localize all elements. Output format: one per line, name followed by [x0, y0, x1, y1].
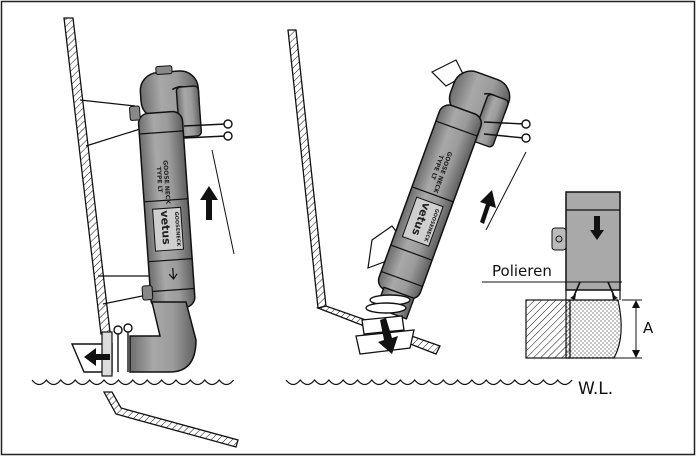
- polish-label: Polieren: [492, 262, 552, 280]
- waterline: W.L.: [31, 379, 613, 399]
- hose-clamps-bottom: [113, 323, 133, 372]
- hose-clamps-top: [183, 119, 233, 141]
- hull-wall-left: [63, 17, 111, 335]
- outlet-elbow: [129, 301, 197, 373]
- model-marking-2: TYPE LT: [155, 167, 164, 194]
- bracket-line: [79, 99, 136, 107]
- flow-arrow-up: [200, 186, 218, 220]
- detail-hull-curve: [565, 299, 622, 359]
- left-installation: GOOSE NECK TYPE LT vetus GOOSENECK: [63, 17, 239, 448]
- flow-arrow-outlet: [84, 348, 110, 366]
- waterline-label: W.L.: [578, 379, 613, 399]
- dimension-a-label: A: [643, 319, 654, 337]
- model-marking-1: GOOSE NECK: [161, 160, 171, 205]
- guide-line: [211, 149, 235, 255]
- detail-polish: Polieren A: [482, 191, 654, 359]
- bracket-line: [85, 128, 141, 147]
- brand-sub-marking: GOOSENECK: [173, 211, 181, 247]
- goose-neck-middle: vetus GOOSENECK GOOSE NECK TYPE LT: [375, 70, 511, 320]
- guide-line-middle: [485, 151, 527, 231]
- detail-pipe: [565, 191, 621, 291]
- middle-installation: vetus GOOSENECK GOOSE NECK TYPE LT: [287, 29, 531, 355]
- detail-hull-block: [525, 299, 571, 359]
- wave-line-right: [285, 379, 573, 386]
- wave-line-left: [31, 379, 235, 386]
- detail-flow-arrow: [590, 216, 604, 240]
- brand-logo: vetus: [158, 210, 173, 246]
- hose-clamps-middle-top: [483, 119, 531, 143]
- hose-clamps-middle-bottom: [365, 294, 411, 314]
- goose-neck-left: GOOSE NECK TYPE LT vetus GOOSENECK: [129, 65, 203, 310]
- hull-bottom-left: [102, 391, 239, 448]
- flow-arrow-up-middle: [480, 190, 496, 224]
- flow-arrow-down: [378, 318, 398, 354]
- hull-wall-middle: [287, 29, 327, 309]
